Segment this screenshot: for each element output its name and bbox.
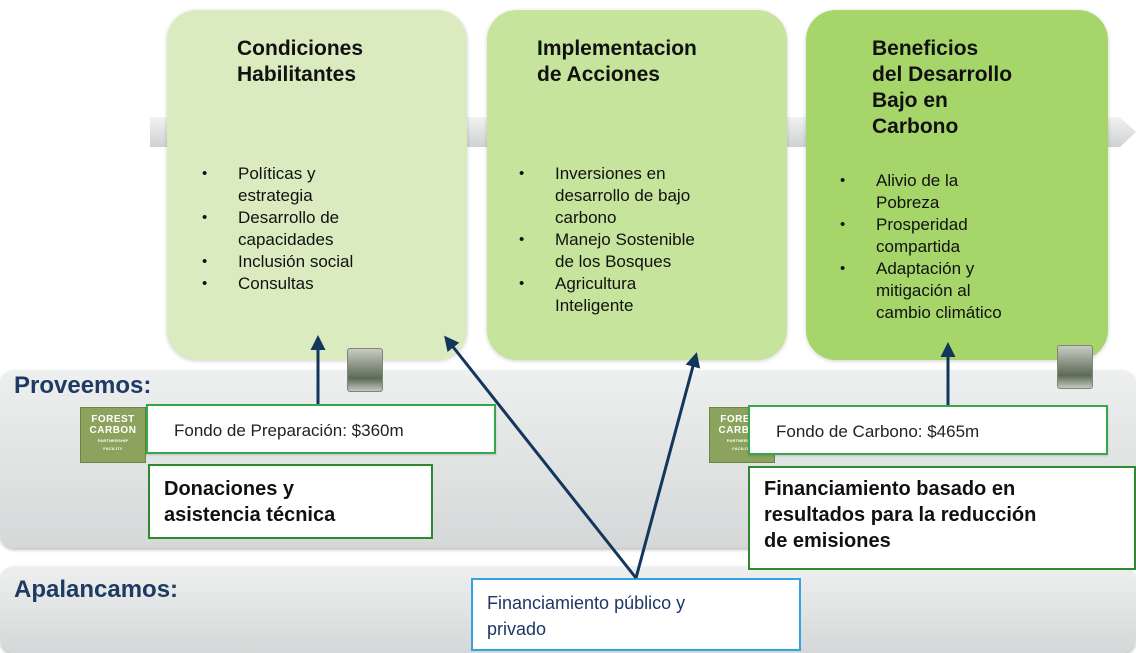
results-based-finance-box: Financiamiento basado en resultados para… [748,466,1136,570]
bullet-item: Inclusión social [202,251,442,273]
stage-title: Implementacion de Acciones [537,37,697,86]
money-stack-icon [347,348,383,392]
provide-label: Proveemos: [14,372,152,399]
money-stack-icon [1057,345,1093,389]
carbon-fund-box: Fondo de Carbono: $465m [748,405,1108,455]
arrow-finance-to-implementation [634,352,701,579]
readiness-fund-box: Fondo de Preparación: $360m [146,404,496,454]
arrow-finance-to-enabling [444,335,638,579]
stage-box-implementation: Implementacion de Acciones Inversiones e… [487,10,787,360]
stage-title: Beneficios del Desarrollo Bajo en Carbon… [872,37,1013,138]
fcpf-logo: FOREST CARBON PARTNERSHIP FACILITY [80,407,146,463]
stage-box-benefits: Beneficios del Desarrollo Bajo en Carbon… [806,10,1108,360]
stage-title: Condiciones Habilitantes [237,37,364,86]
readiness-fund-label: Fondo de Preparación: $360m [174,421,404,440]
bullet-item: Consultas [202,273,442,295]
grants-assistance-box: Donaciones y asistencia técnica [148,464,433,539]
stage-box-enabling-conditions: Condiciones Habilitantes Políticas yestr… [167,10,467,360]
public-private-finance-box: Financiamiento público y privado [471,578,801,651]
carbon-fund-label: Fondo de Carbono: $465m [776,422,980,441]
leverage-label: Apalancamos: [14,576,179,603]
